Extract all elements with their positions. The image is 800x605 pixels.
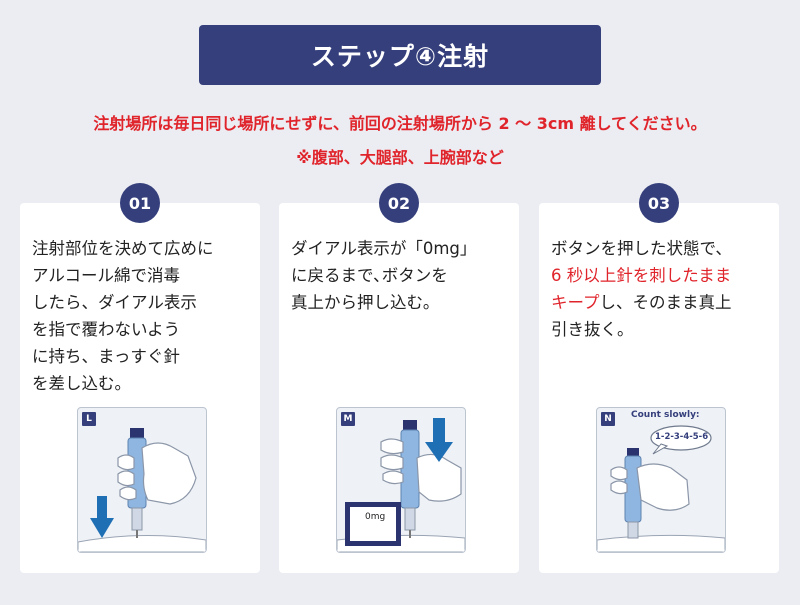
illustration-insert-needle: L <box>77 407 207 553</box>
step-card-01: 01 注射部位を決めて広めに アルコール綿で消毒 したら、ダイアル表示 を指で覆… <box>20 183 260 573</box>
count-sequence: 1-2-3-4-5-6 <box>655 432 709 442</box>
hand-icon <box>117 442 197 505</box>
step-card-03: 03 ボタンを押した状態で、 6 秒以上針を刺したまま キープし、そのまま真上 … <box>539 183 779 573</box>
instruction-text: し、そのまま真上 <box>599 293 732 312</box>
down-arrow-icon <box>425 418 453 462</box>
illustration-hold-and-count: N Count slowly: 1-2-3-4-5-6 <box>596 407 726 553</box>
instruction-line-emphasis: 6 秒以上針を刺したまま <box>551 266 732 285</box>
instruction-line: したら、ダイアル表示 <box>32 293 197 312</box>
instruction-line: を差し込む。 <box>32 374 131 393</box>
injection-pen-icon <box>400 420 420 538</box>
down-arrow-icon <box>90 496 114 538</box>
illustration-label: L <box>82 412 96 426</box>
step-number-badge: 03 <box>639 183 679 223</box>
instruction-line: ボタンを押した状態で、 <box>551 239 732 258</box>
dose-display: 0mg <box>365 512 386 522</box>
hand-icon <box>380 438 462 502</box>
instruction-line: に持ち、まっすぐ針 <box>32 347 180 366</box>
instruction-line: 真上から押し込む｡ <box>291 293 432 312</box>
illustration-press-button: M 0mg <box>336 407 466 553</box>
step-instructions: 注射部位を決めて広めに アルコール綿で消毒 したら、ダイアル表示 を指で覆わない… <box>32 235 260 397</box>
instruction-line: ダイアル表示が「0mg」 <box>291 239 477 258</box>
dose-window-inset <box>345 502 401 546</box>
instruction-line: を指で覆わないよう <box>32 320 181 339</box>
injection-site-examples: ※腹部、大腿部、上腕部など <box>296 148 504 167</box>
instruction-line: キープし、そのまま真上 <box>551 289 779 316</box>
illustration-label: M <box>341 412 355 426</box>
count-caption: Count slowly: <box>631 410 700 420</box>
speech-bubble-icon <box>650 425 712 455</box>
instruction-line: 注射部位を決めて広めに <box>32 239 214 258</box>
instruction-line: アルコール綿で消毒 <box>32 266 181 285</box>
instruction-line: 引き抜く。 <box>551 320 634 339</box>
instruction-emphasis: キープ <box>551 293 600 312</box>
hand-icon <box>610 463 690 511</box>
step-instructions: ボタンを押した状態で、 6 秒以上針を刺したまま キープし、そのまま真上 引き抜… <box>551 235 779 343</box>
page-title: ステップ④注射 <box>199 25 601 85</box>
step-number-badge: 02 <box>379 183 419 223</box>
injection-site-note: 注射場所は毎日同じ場所にせずに、前回の注射場所から 2 〜 3cm 離してくださ… <box>93 114 707 133</box>
injection-pen-icon <box>624 448 642 539</box>
step-card-02: 02 ダイアル表示が「0mg」 に戻るまで､ボタンを 真上から押し込む｡ <box>279 183 519 573</box>
step-instructions: ダイアル表示が「0mg」 に戻るまで､ボタンを 真上から押し込む｡ <box>291 235 519 316</box>
step-number-badge: 01 <box>120 183 160 223</box>
illustration-label: N <box>601 412 615 426</box>
instruction-line: に戻るまで､ボタンを <box>291 266 448 285</box>
